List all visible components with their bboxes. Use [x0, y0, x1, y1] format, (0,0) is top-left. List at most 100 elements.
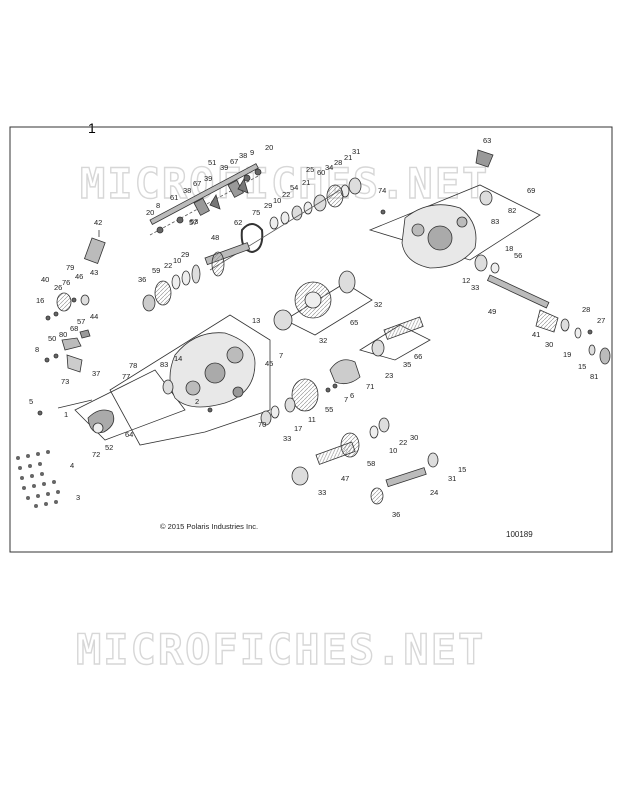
callout-label: 26 — [54, 283, 62, 292]
callout-label: 45 — [265, 359, 273, 368]
callout-label: 72 — [92, 450, 100, 459]
callout-label: 24 — [430, 488, 438, 497]
gear-55 — [260, 378, 338, 426]
callout-label: 65 — [350, 318, 358, 327]
callout-label: 29 — [181, 250, 189, 259]
callout-label: 79 — [66, 263, 74, 272]
callout-label: 30 — [545, 340, 553, 349]
callout-label: 5 — [29, 397, 33, 406]
callout-label: 40 — [41, 275, 49, 284]
callout-label: 29 — [264, 201, 272, 210]
callout-label: 76 — [62, 278, 70, 287]
shift-linkage — [37, 292, 93, 416]
callout-label: 17 — [294, 424, 302, 433]
callout-label: 77 — [122, 372, 130, 381]
callout-label: 3 — [76, 493, 80, 502]
callout-label: 83 — [491, 217, 499, 226]
callout-label: 21 — [344, 153, 352, 162]
callout-label: 67 — [230, 157, 238, 166]
callout-label: 12 — [462, 276, 470, 285]
shaft-24 — [370, 452, 439, 505]
callout-label: 38 — [239, 151, 247, 160]
callout-label: 54 — [290, 183, 298, 192]
callout-label: 60 — [317, 168, 325, 177]
callout-label: 22 — [282, 190, 290, 199]
callout-label: 57 — [77, 317, 85, 326]
callout-label: 19 — [563, 350, 571, 359]
callout-label: 71 — [366, 382, 374, 391]
callout-label: 46 — [75, 272, 83, 281]
callout-label: 38 — [183, 186, 191, 195]
callout-label: 64 — [125, 430, 133, 439]
callout-label: 75 — [252, 208, 260, 217]
callout-label: 36 — [138, 275, 146, 284]
callout-label: 48 — [211, 233, 219, 242]
callout-label: 43 — [90, 268, 98, 277]
callout-label: 8 — [156, 201, 160, 210]
callout-label: 49 — [488, 307, 496, 316]
left-case — [162, 332, 256, 413]
callout-label: 74 — [378, 186, 386, 195]
callout-label: 6 — [350, 391, 354, 400]
callout-label: 47 — [341, 474, 349, 483]
callout-label: 10 — [389, 446, 397, 455]
callout-label: 11 — [308, 415, 316, 424]
cover-71 — [329, 359, 361, 385]
callout-label: 34 — [325, 163, 333, 172]
callout-label: 50 — [48, 334, 56, 343]
callout-label: 31 — [448, 474, 456, 483]
callout-label: 66 — [414, 352, 422, 361]
callout-label: 81 — [590, 372, 598, 381]
callout-label: 20 — [146, 208, 154, 217]
callout-label: 14 — [174, 354, 182, 363]
case-70-boundary — [109, 314, 271, 446]
callout-label: 15 — [458, 465, 466, 474]
callout-label: 35 — [403, 360, 411, 369]
callout-label: 10 — [173, 256, 181, 265]
copyright-text: © 2015 Polaris Industries Inc. — [160, 522, 258, 531]
callout-label: 13 — [252, 316, 260, 325]
callout-label: 63 — [483, 136, 491, 145]
callout-label: 4 — [70, 461, 74, 470]
output-shaft — [474, 254, 611, 365]
callout-label: 9 — [250, 148, 254, 157]
shift-drum — [83, 230, 106, 264]
callout-label: 42 — [94, 218, 102, 227]
callout-label: 58 — [367, 459, 375, 468]
callout-label: 70 — [258, 420, 266, 429]
figure-number: 1 — [88, 120, 96, 136]
callout-label: 67 — [193, 179, 201, 188]
callout-label: 27 — [597, 316, 605, 325]
callout-label: 22 — [399, 438, 407, 447]
callout-label: 44 — [90, 312, 98, 321]
callout-label: 7 — [279, 351, 283, 360]
callout-label: 55 — [325, 405, 333, 414]
callout-label: 41 — [532, 330, 540, 339]
upper-gear-stack — [209, 177, 362, 271]
callout-label: 37 — [92, 369, 100, 378]
watermark-bottom: MICROFICHES.NET — [76, 625, 485, 674]
callout-label: 28 — [334, 158, 342, 167]
callout-label: 32 — [374, 300, 382, 309]
callout-label: 33 — [471, 283, 479, 292]
drawing-id: 100189 — [506, 530, 533, 539]
callout-label: 15 — [578, 362, 586, 371]
callout-label: 10 — [273, 196, 281, 205]
cover-64 — [74, 369, 186, 441]
right-case — [380, 149, 494, 269]
bolt-field — [16, 450, 60, 508]
callout-label: 2 — [195, 397, 199, 406]
callout-label: 32 — [319, 336, 327, 345]
callout-label: 78 — [129, 361, 137, 370]
callout-label: 51 — [208, 158, 216, 167]
callout-label: 53 — [190, 217, 198, 226]
callout-label: 21 — [302, 178, 310, 187]
callout-label: 39 — [220, 163, 228, 172]
callout-label: 80 — [59, 330, 67, 339]
callout-label: 52 — [105, 443, 113, 452]
callout-label: 73 — [61, 377, 69, 386]
callout-label: 22 — [164, 261, 172, 270]
callout-label: 61 — [170, 193, 178, 202]
callout-label: 33 — [283, 434, 291, 443]
